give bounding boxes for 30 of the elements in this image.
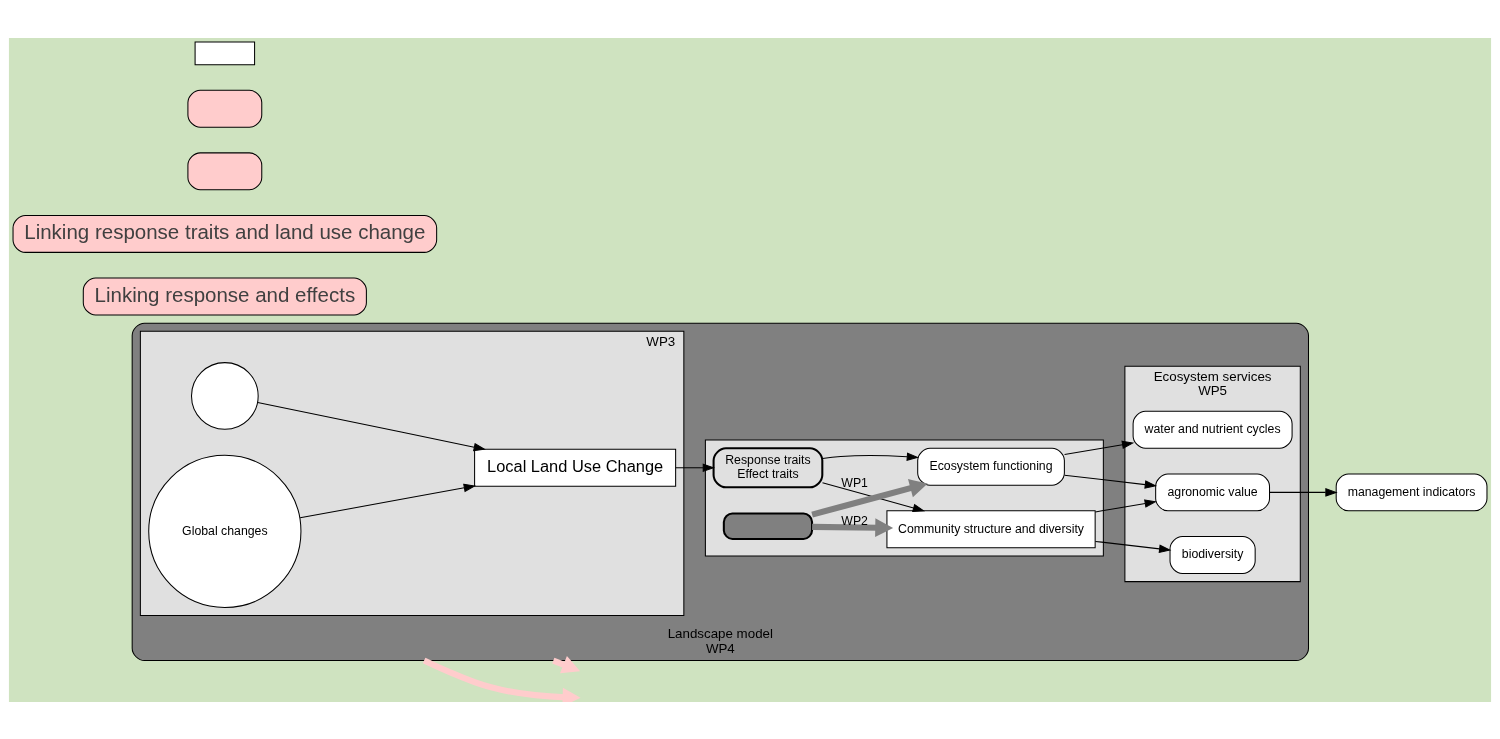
node-box: water and nutrient cycles <box>1132 410 1293 449</box>
edge-label: WP2 <box>841 513 868 528</box>
node-box: Linking response traits and land use change <box>12 214 438 253</box>
arrow <box>811 478 928 518</box>
arrow <box>1064 474 1158 489</box>
node-circle: Global changes <box>148 454 302 608</box>
node-box: management indicators <box>1335 472 1488 511</box>
node-oval <box>722 511 814 540</box>
node-callout <box>187 89 263 128</box>
arrow <box>1064 440 1135 455</box>
arrow <box>821 481 926 512</box>
arrow <box>1269 487 1338 497</box>
node-box: Ecosystem functioning <box>917 447 1065 486</box>
node-box: biodiversity <box>1169 535 1256 574</box>
node-box: Local Land Use Change <box>474 448 677 487</box>
arrow <box>675 462 716 472</box>
arrow <box>1094 498 1157 512</box>
node-circle <box>191 361 259 430</box>
node-box: agronomic value <box>1155 472 1271 511</box>
node-callout <box>187 151 263 190</box>
arrow <box>812 517 894 537</box>
arrow <box>299 483 477 518</box>
arrow <box>257 401 486 451</box>
arrow <box>1094 540 1172 553</box>
node-box <box>194 41 256 65</box>
edge-label: WP1 <box>841 475 868 490</box>
node-box: Linking response and effects <box>82 277 367 315</box>
arrow <box>822 451 920 461</box>
node-box: Community structure and diversity <box>886 509 1096 548</box>
node-box: Response traits Effect traits <box>712 446 824 488</box>
